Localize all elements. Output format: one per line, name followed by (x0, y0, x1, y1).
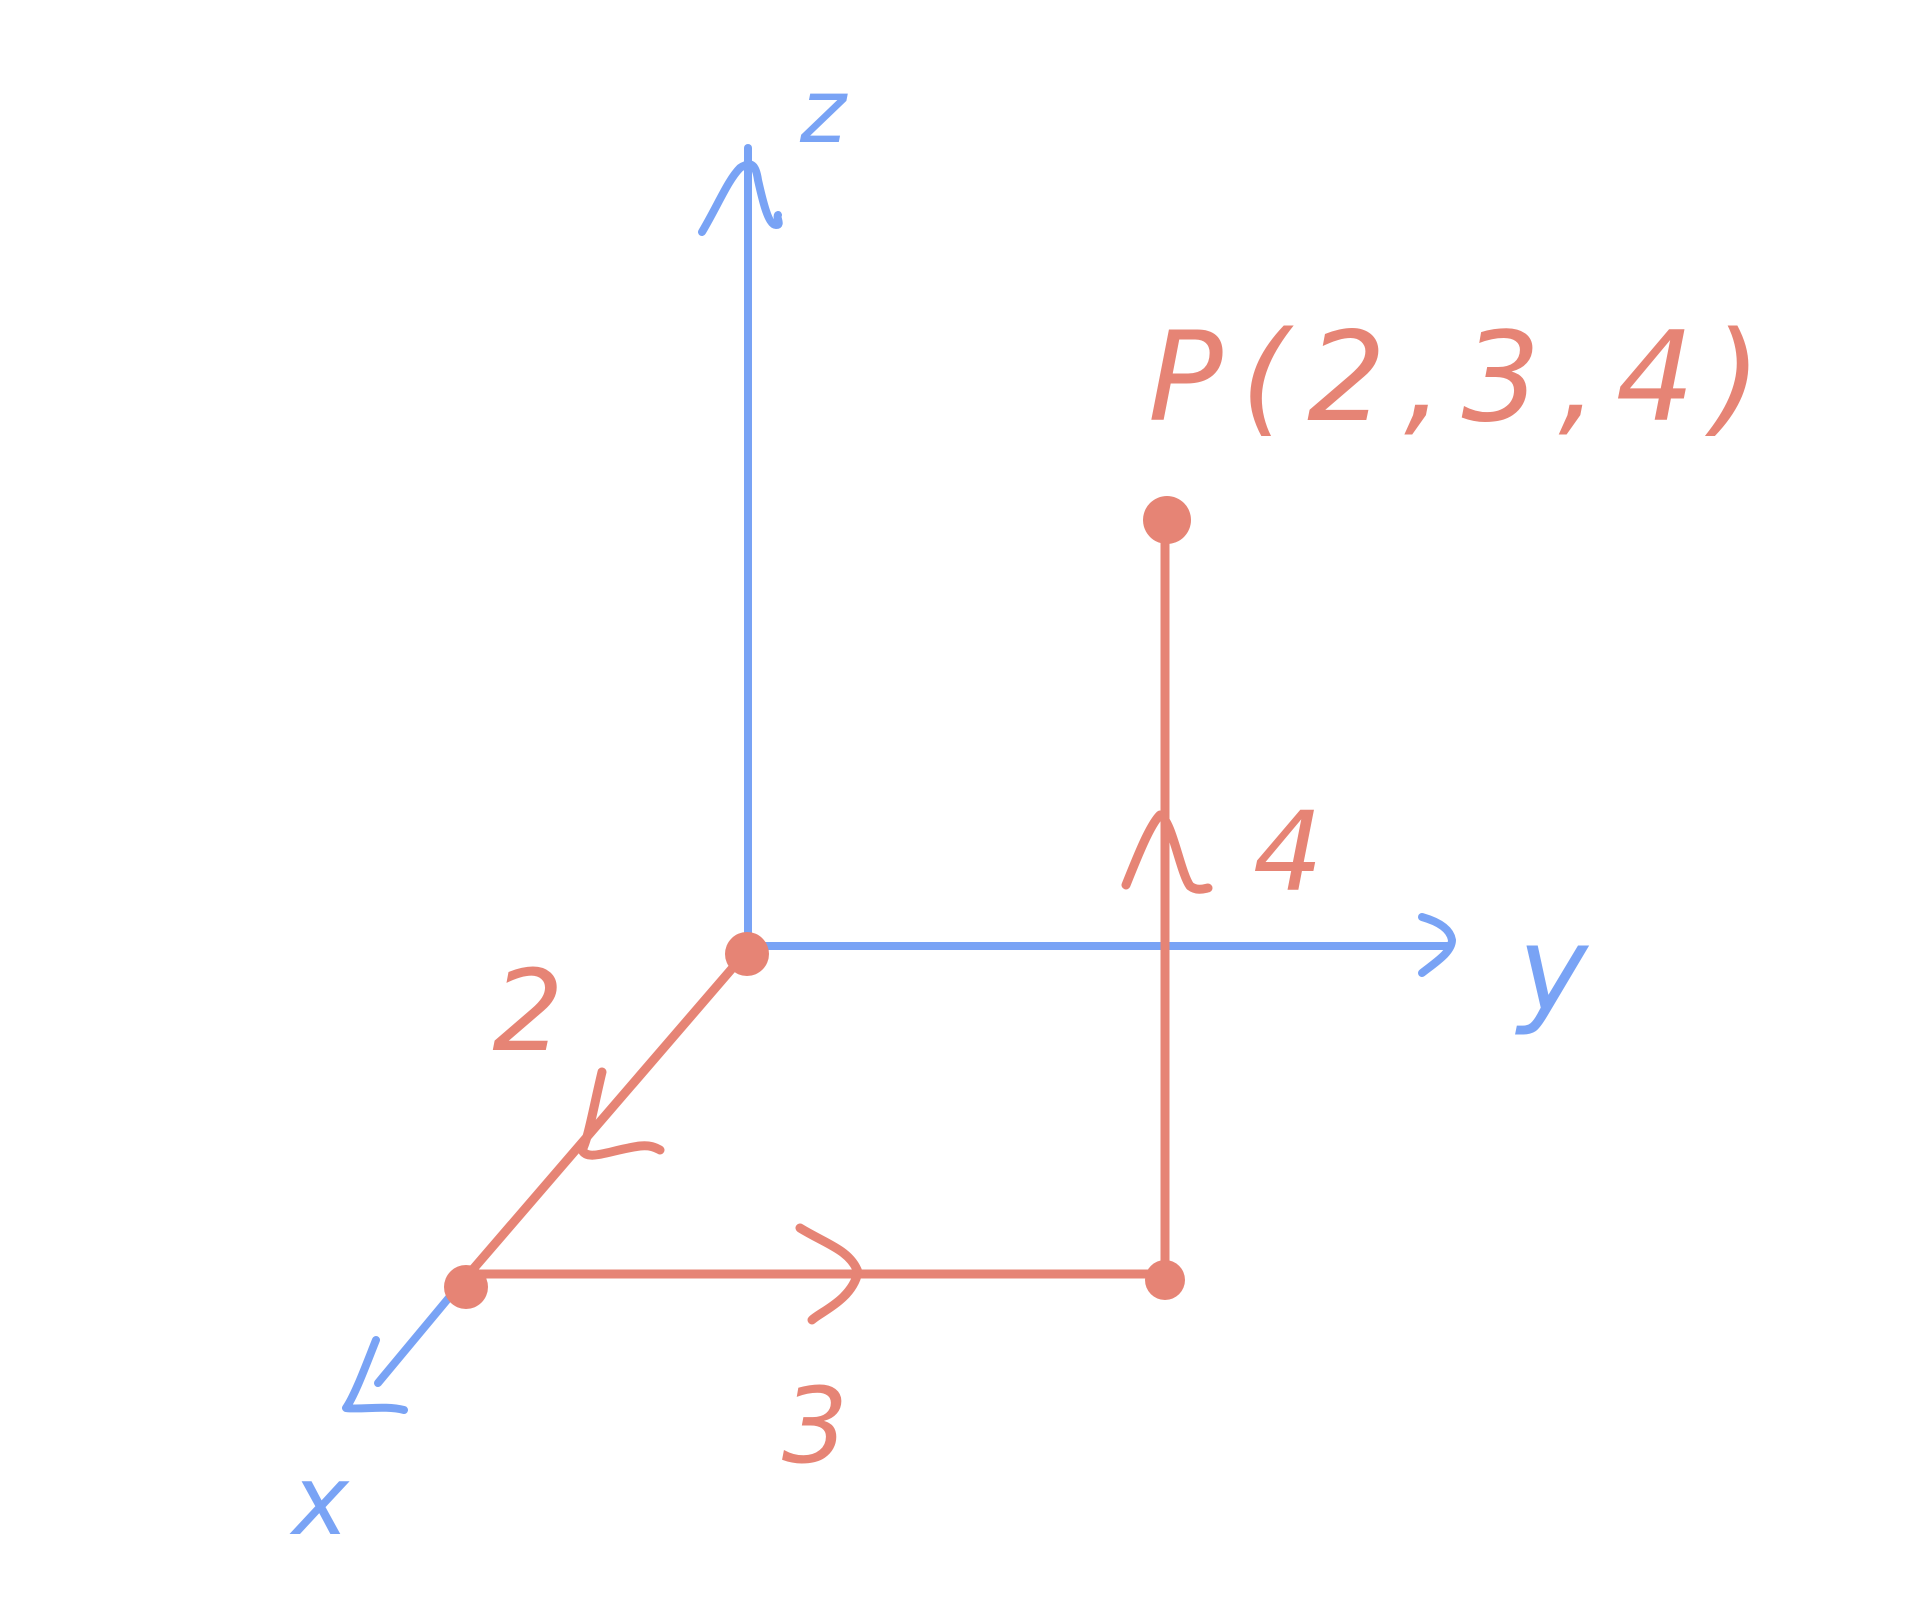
x-step-arrowhead (577, 1067, 665, 1160)
origin-point (725, 932, 769, 976)
y-step-label: 3 (782, 1365, 848, 1487)
x-step-label: 2 (492, 947, 563, 1077)
point-label: P(2,3,4) (1148, 306, 1779, 450)
x-axis-label: x (289, 1445, 350, 1557)
z-step-label: 4 (1253, 788, 1323, 916)
z-axis-label: z (799, 60, 848, 163)
x-axis-arrowhead (342, 1336, 408, 1414)
x-step-point (444, 1265, 488, 1309)
x-step-line (457, 945, 753, 1287)
y-axis-arrowhead (1418, 913, 1456, 977)
xy-step-point (1145, 1260, 1185, 1300)
y-axis-label: y (1515, 900, 1590, 1038)
y-step-arrowhead (795, 1223, 863, 1325)
z-axis-arrowhead (698, 160, 783, 236)
target-point-p (1143, 496, 1191, 544)
z-step-arrowhead (1121, 810, 1213, 894)
